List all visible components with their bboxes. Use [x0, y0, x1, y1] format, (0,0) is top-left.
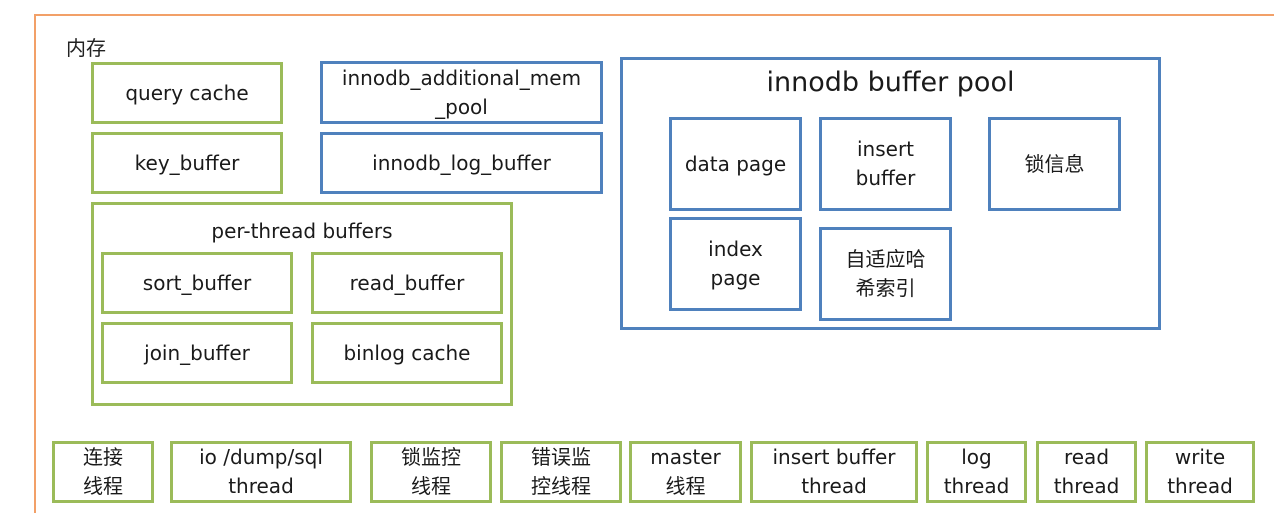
sort-buffer-box: sort_buffer — [101, 252, 293, 314]
buffer-pool-title: innodb buffer pool — [766, 67, 1015, 98]
adaptive-hash-index-box: 自适应哈 希索引 — [819, 227, 952, 321]
thread-log: log thread — [926, 441, 1027, 503]
key-buffer-box: key_buffer — [91, 132, 283, 194]
per-thread-title: per-thread buffers — [211, 219, 393, 243]
binlog-cache-box: binlog cache — [311, 322, 503, 384]
thread-insert-buffer: insert buffer thread — [750, 441, 918, 503]
innodb-additional-mem-pool-box: innodb_additional_mem _pool — [320, 61, 603, 124]
thread-lock-monitor: 锁监控 线程 — [370, 441, 492, 503]
thread-read: read thread — [1036, 441, 1137, 503]
thread-io-dump-sql: io /dump/sql thread — [170, 441, 352, 503]
index-page-box: index page — [669, 217, 802, 311]
read-buffer-box: read_buffer — [311, 252, 503, 314]
insert-buffer-box: insert buffer — [819, 117, 952, 211]
memory-label: 内存 — [66, 36, 106, 60]
data-page-box: data page — [669, 117, 802, 211]
thread-connection: 连接 线程 — [52, 441, 154, 503]
memory-frame — [34, 14, 1274, 513]
thread-error-monitor: 错误监 控线程 — [500, 441, 622, 503]
join-buffer-box: join_buffer — [101, 322, 293, 384]
lock-info-box: 锁信息 — [988, 117, 1121, 211]
thread-write: write thread — [1145, 441, 1255, 503]
thread-master: master 线程 — [629, 441, 742, 503]
innodb-log-buffer-box: innodb_log_buffer — [320, 132, 603, 194]
query-cache-box: query cache — [91, 62, 283, 124]
